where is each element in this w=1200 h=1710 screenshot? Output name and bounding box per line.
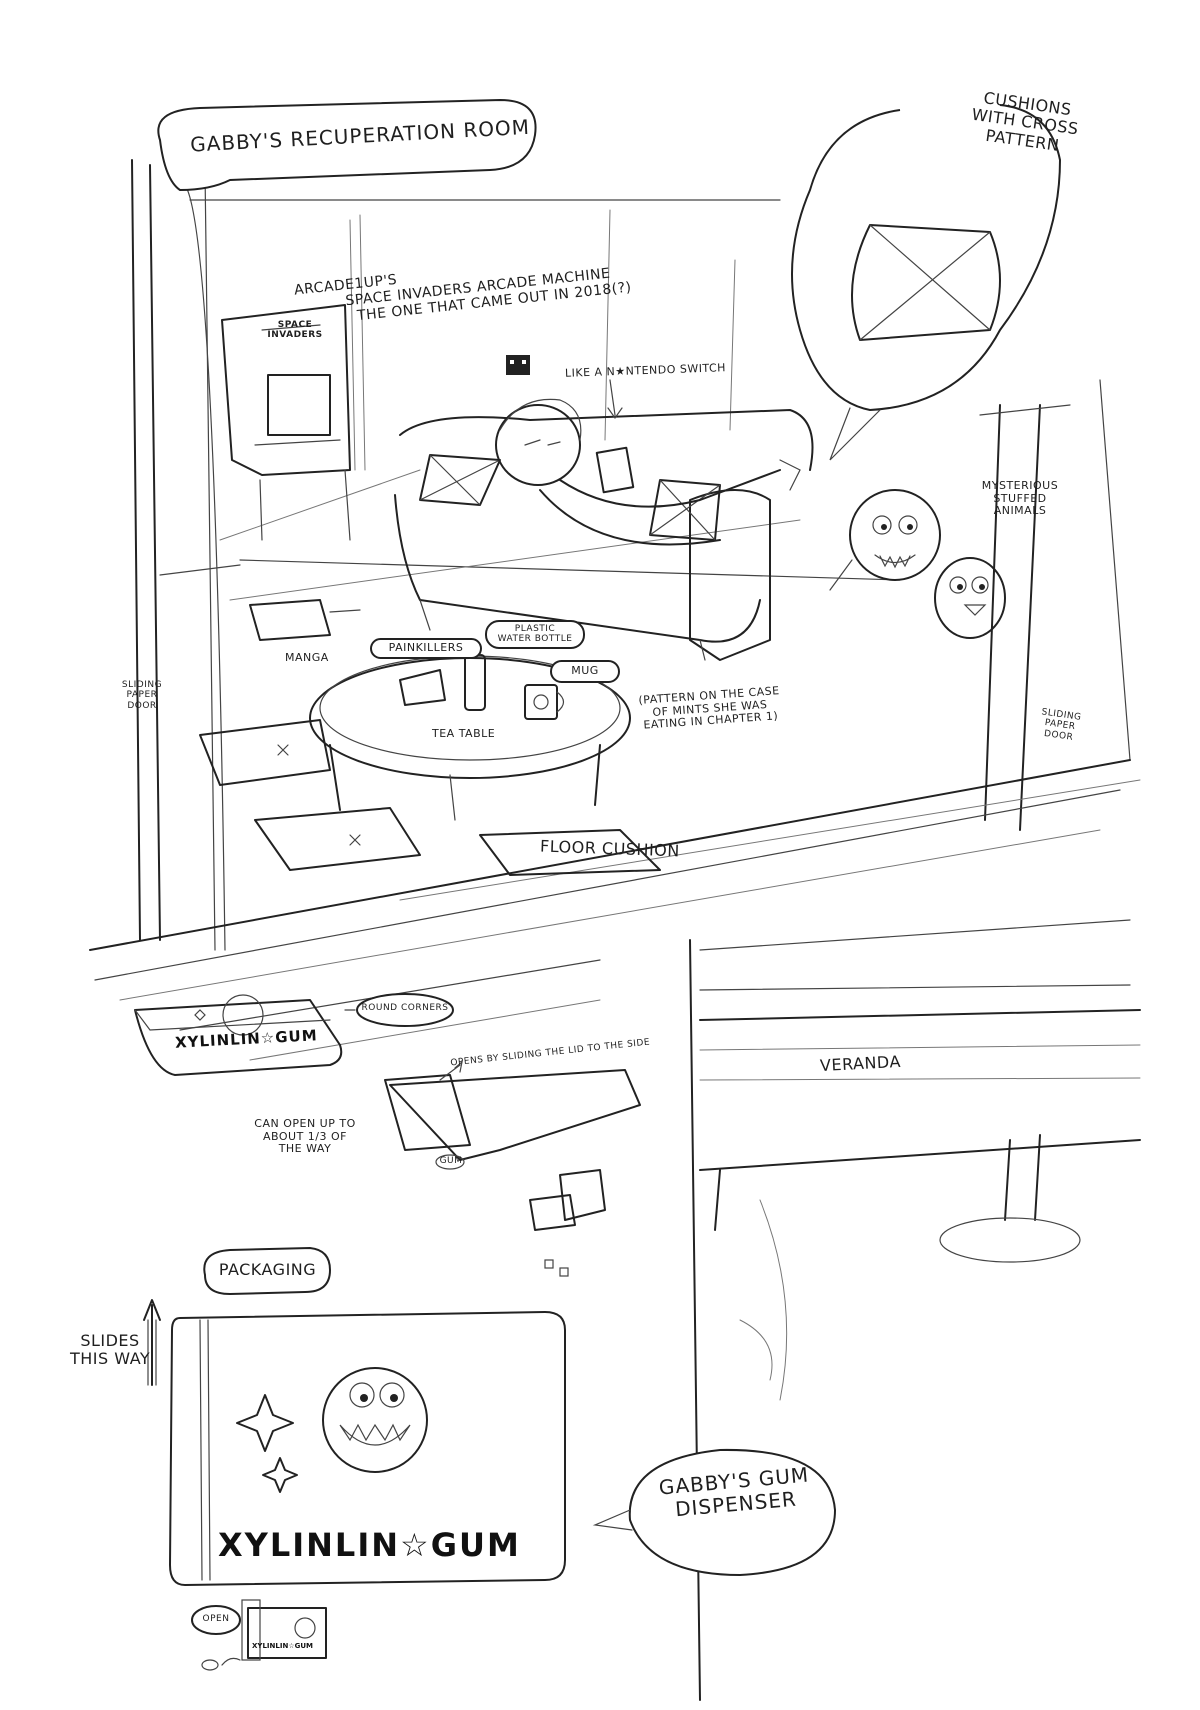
open-amount-line: THE WAY xyxy=(278,1142,332,1156)
open-amount-line: CAN OPEN UP TO xyxy=(254,1117,356,1130)
open-bubble xyxy=(191,1605,241,1635)
round-corners-bubble xyxy=(356,993,454,1027)
stuffed-animals-line: STUFFED xyxy=(993,491,1047,505)
stuffed-animals xyxy=(829,489,1006,639)
sliding-door-line: DOOR xyxy=(127,700,157,711)
gum-tin-open xyxy=(384,1060,641,1277)
water-bottle-label: PLASTIC WATER BOTTLE xyxy=(485,620,585,649)
gabby-figure xyxy=(495,355,801,546)
arcade-machine xyxy=(221,304,351,541)
sliding-door-line: SLIDING xyxy=(121,680,163,690)
slides-label: SLIDES THIS WAY xyxy=(70,1331,151,1369)
packaging-bubble xyxy=(203,1246,332,1296)
water-bottle-line: WATER BOTTLE xyxy=(497,634,573,645)
arcade-marquee: SPACE INVADERS xyxy=(265,320,325,341)
slides-line: SLIDES xyxy=(80,1331,140,1350)
sliding-door-line: PAPER xyxy=(126,690,158,701)
title-bubble xyxy=(157,98,537,192)
gum-panel xyxy=(134,939,837,1701)
open-amount-note: CAN OPEN UP TO ABOUT 1/3 OF THE WAY xyxy=(240,1117,370,1156)
gum-piece-label: GUM xyxy=(439,1156,463,1166)
open-label: OPEN xyxy=(202,1614,230,1624)
room-scene xyxy=(89,98,1141,1061)
sliding-door-left-label: SLIDING PAPER DOOR xyxy=(112,680,172,711)
space-invader-sprite xyxy=(506,355,530,375)
gum-tin-closed xyxy=(134,994,343,1076)
arcade-marquee-line: SPACE xyxy=(277,320,313,330)
round-corners-label: ROUND CORNERS xyxy=(361,1003,449,1013)
mug-label: MUG xyxy=(550,660,620,683)
packaging-brand: XYLINLIN☆GUM xyxy=(218,1526,521,1564)
tiny-box-brand: XYLINLIN☆GUM xyxy=(252,1642,313,1650)
dispenser-bubble xyxy=(628,1448,837,1577)
cushion-callout-bubble xyxy=(791,104,1062,412)
veranda-panel xyxy=(699,919,1141,1401)
arcade-marquee-line: INVADERS xyxy=(267,330,323,341)
slides-line: THIS WAY xyxy=(70,1349,151,1369)
slides-arrow xyxy=(143,1299,161,1386)
tea-table-label: TEA TABLE xyxy=(432,727,496,740)
stuffed-animals-label: MYSTERIOUS STUFFED ANIMALS xyxy=(970,479,1070,518)
open-amount-line: ABOUT 1/3 OF xyxy=(263,1129,347,1143)
water-bottle-line: PLASTIC xyxy=(514,624,556,634)
packaging-label: PACKAGING xyxy=(218,1260,317,1279)
tiny-open-box xyxy=(201,1599,327,1671)
stuffed-animals-line: MYSTERIOUS xyxy=(981,479,1059,492)
floor-cushions xyxy=(199,599,661,876)
painkillers-label: PAINKILLERS xyxy=(370,638,482,659)
cross-pattern-cushion xyxy=(851,224,1001,341)
manga-label: MANGA xyxy=(285,651,329,664)
stuffed-animals-line: ANIMALS xyxy=(993,504,1047,518)
gum-packaging xyxy=(169,1311,566,1586)
